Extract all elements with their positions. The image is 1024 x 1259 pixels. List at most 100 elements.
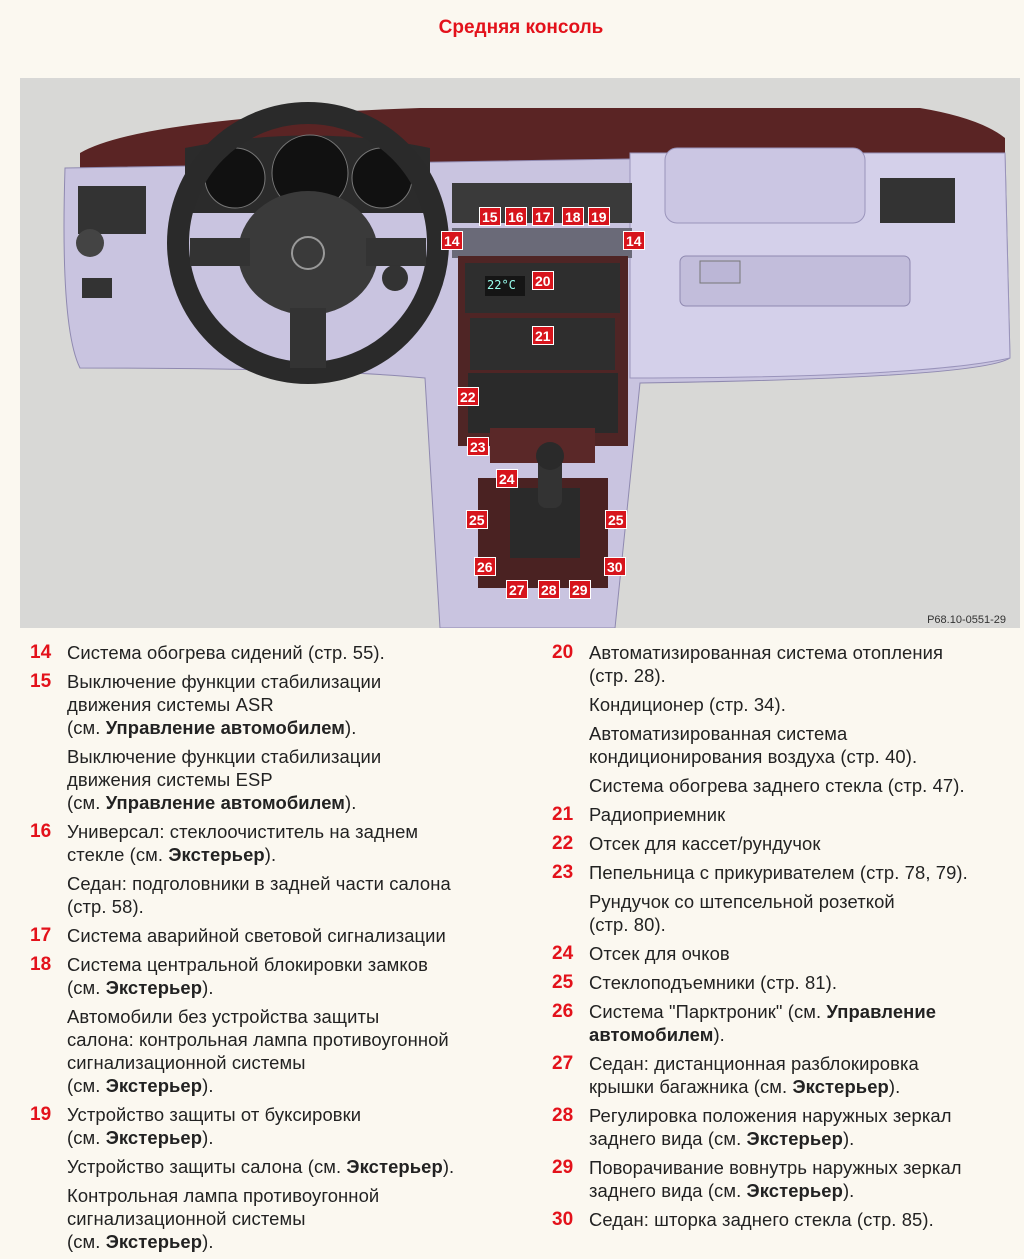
legend-line: Седан: дистанционная разблокировка (589, 1052, 1022, 1075)
legend-paragraph: Устройство защиты от буксировки(см. Экст… (67, 1103, 530, 1149)
legend-text: Универсал: стеклоочиститель на заднем (67, 821, 419, 842)
legend-text: ). (202, 977, 214, 998)
legend-text: Устройство защиты салона (см. (67, 1156, 347, 1177)
legend-text: (см. (67, 1127, 106, 1148)
legend-number: 20 (552, 642, 574, 663)
legend-text: (см. (67, 717, 106, 738)
legend-text: ). (264, 844, 277, 865)
legend-paragraph: Рундучок со штепсельной розеткой(стр. 80… (589, 890, 1022, 936)
legend-line: (см. Экстерьер). (67, 1074, 530, 1097)
legend-entry-21: 21 Радиоприемник (552, 803, 1022, 826)
steering-wheel (167, 102, 449, 384)
legend-text: движения системы ESP (67, 769, 273, 790)
legend-text: (см. (67, 1231, 106, 1252)
legend-text: Автоматизированная система (589, 723, 848, 744)
legend-text: Выключение функции стабилизации (67, 671, 382, 692)
cross-reference: Экстерьер (168, 844, 265, 865)
legend-text: ). (202, 1127, 214, 1148)
legend-text: (см. (67, 977, 106, 998)
legend-line: Система "Парктроник" (см. Управление (589, 1000, 1022, 1023)
legend-line: (см. Экстерьер). (67, 1230, 530, 1253)
legend-paragraph: Устройство защиты салона (см. Экстерьер)… (67, 1155, 530, 1178)
legend-text: Радиоприемник (589, 804, 726, 825)
legend-line: движения системы ASR (67, 693, 530, 716)
legend-number: 18 (30, 954, 52, 975)
legend-text: кондиционирования воздуха (стр. 40). (589, 746, 918, 767)
legend-text: ). (713, 1024, 725, 1045)
legend-text: (см. (67, 792, 106, 813)
legend-line: сигнализационной системы (67, 1051, 530, 1074)
legend-number: 16 (30, 821, 52, 842)
callout-badge: 14 (623, 231, 645, 250)
cross-reference: Управление (826, 1001, 937, 1022)
legend-entry-14: 14 Система обогрева сидений (стр. 55). (30, 641, 530, 664)
callout-badge: 26 (474, 557, 496, 576)
legend-paragraph: Кондиционер (стр. 34). (589, 693, 1022, 716)
callout-badge: 24 (496, 469, 518, 488)
legend-line: Система аварийной световой сигнализации (67, 924, 530, 947)
legend-text: Поворачивание вовнутрь наружных зеркал (589, 1157, 962, 1178)
cross-reference: Экстерьер (792, 1076, 889, 1097)
legend-text: стекле (см. (67, 844, 169, 865)
legend-number: 21 (552, 804, 574, 825)
legend-text: Система обогрева заднего стекла (стр. 47… (589, 775, 965, 796)
legend-text: Система аварийной световой сигнализации (67, 925, 446, 946)
legend-paragraph: Седан: подголовники в задней части салон… (67, 872, 530, 918)
legend-text: Выключение функции стабилизации (67, 746, 382, 767)
legend-text: Устройство защиты от буксировки (67, 1104, 362, 1125)
legend-text: ). (345, 792, 357, 813)
callout-badge: 15 (479, 207, 501, 226)
dashboard-illustration: 15 16 17 18 19 14 14 20 21 22 23 24 25 2… (20, 78, 1020, 628)
callout-badge: 16 (505, 207, 527, 226)
legend-line: Система обогрева сидений (стр. 55). (67, 641, 530, 664)
legend-line: Регулировка положения наружных зеркал (589, 1104, 1022, 1127)
legend-number: 14 (30, 642, 52, 663)
cross-reference: Экстерьер (105, 1127, 203, 1148)
legend-number: 23 (552, 862, 574, 883)
legend-text: (стр. 80). (589, 914, 666, 935)
legend-line: (см. Экстерьер). (67, 976, 530, 999)
legend-line: стекле (см. Экстерьер). (67, 843, 530, 866)
legend-line: заднего вида (см. Экстерьер). (589, 1179, 1022, 1202)
callout-badge: 23 (467, 437, 489, 456)
legend-line: Радиоприемник (589, 803, 1022, 826)
legend-text: Седан: подголовники в задней части салон… (67, 873, 451, 894)
legend-number: 26 (552, 1001, 574, 1022)
callout-badge: 20 (532, 271, 554, 290)
legend-paragraph: Отсек для кассет/рундучок (589, 832, 1022, 855)
legend-paragraph: Радиоприемник (589, 803, 1022, 826)
legend-line: Стеклоподъемники (стр. 81). (589, 971, 1022, 994)
legend-text: Автоматизированная система отопления (589, 642, 944, 663)
dashboard-drawing (63, 102, 1011, 628)
callout-badge: 22 (457, 387, 479, 406)
legend-line: Седан: шторка заднего стекла (стр. 85). (589, 1208, 1022, 1231)
legend-line: Автоматизированная система отопления (589, 641, 1022, 664)
legend-line: Отсек для кассет/рундучок (589, 832, 1022, 855)
legend-number: 19 (30, 1104, 52, 1125)
legend-text: ). (842, 1180, 855, 1201)
legend-text: Пепельница с прикуривателем (стр. 78, 79… (589, 862, 968, 883)
legend-paragraph: Седан: шторка заднего стекла (стр. 85). (589, 1208, 1022, 1231)
legend-text: (стр. 58). (67, 896, 144, 917)
legend-text: Рундучок со штепсельной розеткой (589, 891, 895, 912)
legend-right-column: 20 Автоматизированная система отопления (с… (552, 641, 1022, 1237)
callout-badge: 17 (532, 207, 554, 226)
legend-line: движения системы ESP (67, 768, 530, 791)
legend-entry-23: 23 Пепельница с прикуривателем (стр. 78, … (552, 861, 1022, 936)
legend-text: Отсек для очков (589, 943, 730, 964)
